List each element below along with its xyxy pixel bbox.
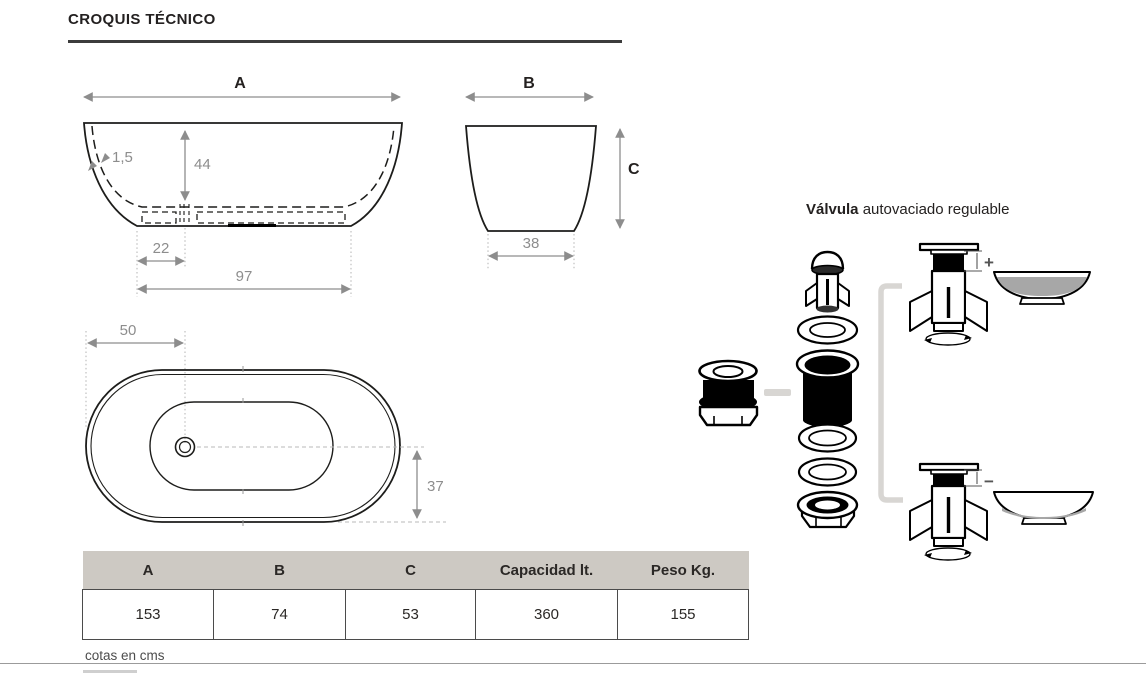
value-c: 53 — [345, 589, 476, 640]
dim-37: 37 — [412, 450, 444, 519]
wall-thickness-label: 1,5 — [112, 149, 133, 166]
dim-a-arrow: A — [83, 75, 401, 102]
units-note: cotas en cms — [85, 648, 165, 663]
dim-44: 44 — [180, 130, 211, 201]
valve-exploded-stack — [795, 250, 860, 529]
connector-dash — [764, 389, 791, 396]
dim-44-label: 44 — [194, 156, 211, 173]
plus-label: + — [984, 253, 994, 272]
dim-22: 22 — [137, 240, 185, 266]
valve-body-part — [795, 349, 860, 427]
dim-b-arrow: B — [465, 75, 594, 102]
valve-heading: Válvula autovaciado regulable — [806, 201, 1009, 218]
header-capacity: Capacidad lt. — [475, 551, 618, 590]
dim-wall-thickness: 1,5 — [88, 149, 133, 171]
tub-profile — [83, 122, 403, 227]
table-row: 153 74 53 360 155 — [82, 589, 749, 640]
valve-heading-bold: Válvula — [806, 201, 859, 218]
value-a: 153 — [82, 589, 214, 640]
tub-end-profile — [465, 125, 597, 232]
valve-lowered: − — [909, 462, 994, 561]
bowl-full — [993, 271, 1091, 305]
lift-dimension-ticks — [964, 250, 982, 272]
lift-dimension-ticks — [964, 469, 982, 487]
end-view-drawing: B C 38 — [465, 75, 640, 269]
header-a: A — [82, 551, 214, 590]
gasket-part-1 — [797, 423, 858, 453]
valve-raised: + — [909, 242, 994, 346]
dim-c-label: C — [628, 161, 640, 178]
minus-label: − — [984, 472, 994, 491]
tub-plan-outline — [85, 366, 401, 526]
rotation-arrow — [924, 547, 972, 561]
valve-bracket — [878, 283, 903, 503]
stopper-part — [805, 250, 850, 313]
nut-part — [796, 490, 859, 529]
dim-97: 97 — [137, 268, 351, 294]
top-view-drawing: 50 37 — [85, 322, 446, 526]
dimensions-table: A B C Capacidad lt. Peso Kg. 153 74 53 3… — [82, 551, 749, 640]
drain-channel — [179, 204, 190, 225]
gasket-part-2 — [797, 457, 858, 487]
table-header-row: A B C Capacidad lt. Peso Kg. — [82, 551, 749, 590]
dim-37-label: 37 — [427, 478, 444, 495]
dim-a-label: A — [234, 75, 246, 92]
bottom-partial-line — [83, 670, 137, 673]
title-underline — [68, 40, 622, 43]
washer-part — [796, 315, 859, 345]
bottom-rule — [0, 663, 1146, 664]
rotation-arrow — [924, 332, 972, 346]
header-c: C — [345, 551, 476, 590]
value-b: 74 — [213, 589, 346, 640]
dim-b-label: B — [523, 75, 535, 92]
drain-circle — [174, 436, 196, 458]
dim-38-label: 38 — [523, 235, 540, 252]
dim-38: 38 — [488, 235, 574, 261]
valve-drawing: + − — [698, 242, 1094, 561]
dim-50-label: 50 — [120, 322, 137, 339]
page-title: CROQUIS TÉCNICO — [68, 11, 216, 28]
bowl-low — [993, 491, 1094, 525]
value-capacity: 360 — [475, 589, 618, 640]
dim-22-label: 22 — [153, 240, 170, 257]
side-view-drawing: A 1,5 44 — [83, 75, 403, 297]
dim-97-label: 97 — [236, 268, 253, 285]
dim-c-arrow: C — [615, 128, 640, 229]
dim-50: 50 — [87, 322, 184, 348]
header-b: B — [213, 551, 346, 590]
header-weight: Peso Kg. — [617, 551, 749, 590]
valve-heading-rest: autovaciado regulable — [858, 201, 1010, 218]
value-weight: 155 — [617, 589, 749, 640]
valve-assembled — [698, 359, 759, 427]
